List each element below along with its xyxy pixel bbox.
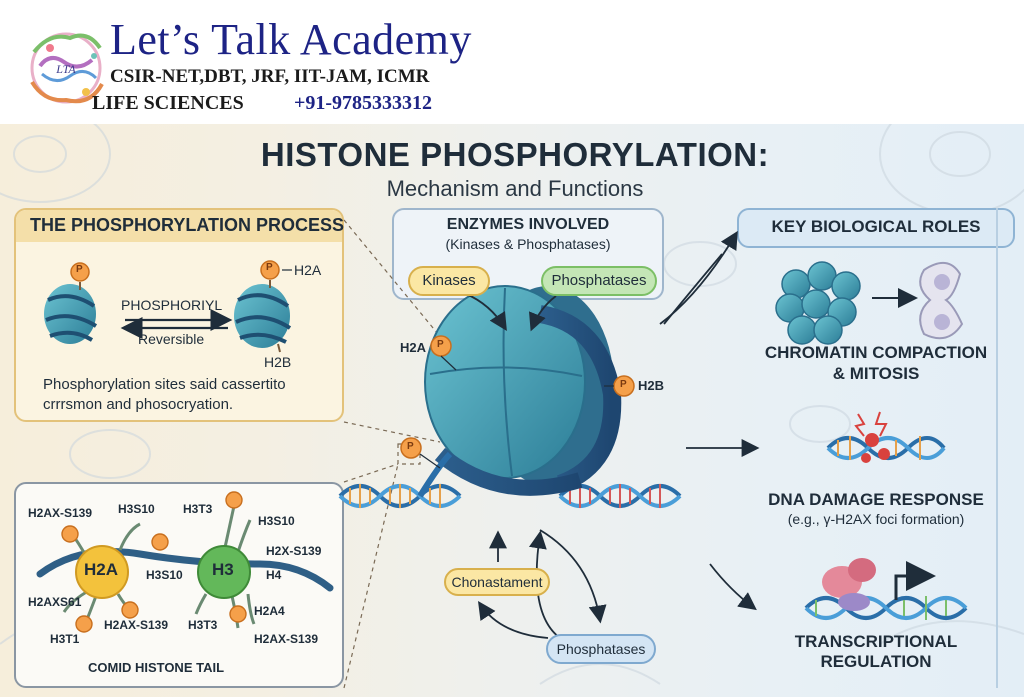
- kinases-pill: Kinases: [408, 266, 490, 296]
- academy-logo: LTA: [30, 32, 104, 104]
- process-title: THE PHOSPHORYLATION PROCESS: [30, 215, 345, 235]
- roles-title: KEY BIOLOGICAL ROLES: [771, 217, 981, 236]
- chonastament-pill: Chonastament: [444, 568, 550, 596]
- roles-panel-header: [737, 208, 1015, 248]
- process-h2b-label: H2B: [264, 354, 292, 370]
- center-h2b-label: H2B: [638, 378, 665, 393]
- process-arrow-label: PHOSPHORIYL: [121, 297, 223, 313]
- histone-tail-panel: [14, 482, 344, 688]
- role-dna-damage-title: DNA DAMAGE RESPONSE: [768, 490, 984, 509]
- tail-bead-h3-label: H3: [212, 560, 234, 579]
- brand-phone: +91-9785333312: [294, 92, 433, 114]
- roles-divider: [996, 208, 998, 688]
- role-dna-damage-subtitle: (e.g., γ-H2AX foci formation): [787, 511, 965, 527]
- tail-label-h3t3-bottom: H3T3: [188, 618, 218, 632]
- enzymes-title: ENZYMES INVOLVED: [446, 216, 610, 233]
- phosphate-label-left: P: [76, 264, 83, 275]
- process-phosphates: [70, 260, 292, 282]
- process-description-line2: crrrsmon and phosocryation.: [43, 396, 234, 413]
- reversible-label: Reversible: [138, 331, 205, 347]
- tail-label-h2ax-s139-right: H2AX-S139: [254, 632, 319, 646]
- tail-bead-h2a-label: H2A: [84, 560, 119, 579]
- diagram-graphics: [36, 219, 968, 689]
- tail-label-h4: H4: [266, 568, 282, 582]
- condensed-chromatin-icon: [775, 261, 918, 345]
- phosphatases-pill: Phosphatases: [541, 266, 657, 296]
- brand-exams: CSIR-NET,DBT, JRF, IIT-JAM, ICMR: [110, 66, 430, 87]
- tail-label-h2axs61: H2AXS61: [28, 595, 82, 609]
- tail-label-h2ax-s139-top: H2AX-S139: [28, 506, 93, 520]
- process-description-line1: Phosphorylation sites said cassertito: [43, 376, 286, 393]
- tail-label-h2ax-s139-bottom: H2AX-S139: [104, 618, 169, 632]
- tail-label-h2x-s139: H2X-S139: [266, 544, 322, 558]
- role-transcription-line1: TRANSCRIPTIONAL: [794, 632, 958, 651]
- tail-label-h3s10-right: H3S10: [258, 514, 295, 528]
- damaged-dna-icon: [826, 411, 946, 463]
- process-nucleosome-left: [44, 282, 98, 344]
- transcription-icon: [804, 558, 968, 620]
- brand-title: Let’s Talk Academy: [110, 15, 472, 64]
- process-panel-header: [16, 210, 342, 242]
- tail-label-h3s10-mid: H3S10: [146, 568, 183, 582]
- tail-label-h2a4: H2A4: [254, 604, 285, 618]
- tail-phosphates: [61, 491, 247, 633]
- tail-label-h3t1: H3T1: [50, 632, 80, 646]
- dna-helix-left: [338, 484, 462, 508]
- center-phosphate-3: P: [407, 441, 414, 452]
- tail-label-h3t3-top: H3T3: [183, 502, 213, 516]
- phosphate-label-right: P: [266, 262, 273, 273]
- enzymes-subtitle: (Kinases & Phosphatases): [445, 236, 611, 252]
- main-subtitle: Mechanism and Functions: [386, 176, 644, 201]
- central-nucleosome: [417, 285, 622, 498]
- center-h2a-label: H2A: [400, 340, 427, 355]
- logo-text: LTA: [55, 62, 76, 76]
- center-phosphatases-pill: Phosphatases: [546, 634, 656, 664]
- brand-subject: LIFE SCIENCES: [92, 92, 244, 114]
- reversible-arrows: [120, 309, 233, 339]
- process-h2a-label: H2A: [294, 262, 322, 278]
- tail-beads: [75, 545, 251, 599]
- role-chromatin-line2: & MITOSIS: [832, 364, 920, 383]
- role-transcription-line2: REGULATION: [820, 652, 932, 671]
- main-title: HISTONE PHOSPHORYLATION:: [260, 136, 770, 173]
- center-phosphate-1: P: [437, 339, 444, 350]
- process-nucleosome-right: [234, 280, 292, 353]
- tail-panel-title: COMID HISTONE TAIL: [88, 660, 225, 675]
- roles-arrows: [659, 230, 760, 611]
- infographic: HISTONE PHOSPHORYLATION: Mechanism and F…: [0, 124, 1024, 697]
- tail-label-h3s10-top: H3S10: [118, 502, 155, 516]
- role-chromatin-line1: CHROMATIN COMPACTION: [764, 343, 988, 362]
- dividing-cell-icon: [919, 262, 964, 340]
- central-phosphates: [400, 335, 635, 469]
- center-phosphate-2: P: [620, 379, 627, 390]
- header-banner: LTA Let’s Talk Academy CSIR-NET,DBT, JRF…: [0, 0, 1024, 124]
